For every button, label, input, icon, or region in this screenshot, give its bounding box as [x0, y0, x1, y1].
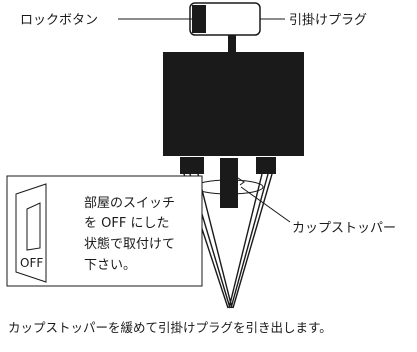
note-line-3: 状態で取付けて	[84, 236, 175, 252]
cup-stopper-label: カップストッパー	[292, 221, 396, 236]
hook-plug-label: 引掛けプラグ	[289, 13, 367, 28]
note-line-4: 下さい。	[84, 258, 136, 273]
center-shaft	[220, 158, 238, 208]
fixture-body	[163, 52, 304, 156]
suspension-wires	[183, 173, 273, 309]
lock-button-label: ロックボタン	[20, 13, 98, 28]
left-connector	[180, 157, 204, 174]
cup-stopper-leader	[240, 186, 291, 223]
switch-off-label: OFF	[20, 256, 43, 270]
lock-button	[194, 8, 204, 30]
note-line-2: を OFF にした	[84, 216, 169, 231]
instruction-caption: カップストッパーを緩めて引掛けプラグを引き出します。	[8, 320, 332, 335]
note-line-1: 部屋のスイッチ	[84, 196, 175, 211]
right-connector	[256, 157, 276, 174]
wall-switch	[15, 183, 47, 283]
